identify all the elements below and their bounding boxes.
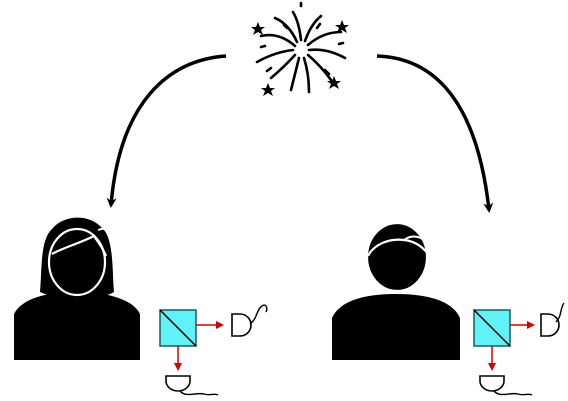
woman-avatar-icon [14,217,140,360]
bob-measurement-setup [473,302,565,396]
detector-icon [165,375,219,396]
detector-icon [231,304,268,337]
detector-icon [540,302,565,337]
man-avatar-icon [332,221,460,360]
firework-icon [251,1,349,96]
arrow-to-alice [106,54,227,208]
alice-measurement-setup [159,304,268,396]
arrow-to-bob [376,54,494,213]
detector-icon [479,375,533,396]
